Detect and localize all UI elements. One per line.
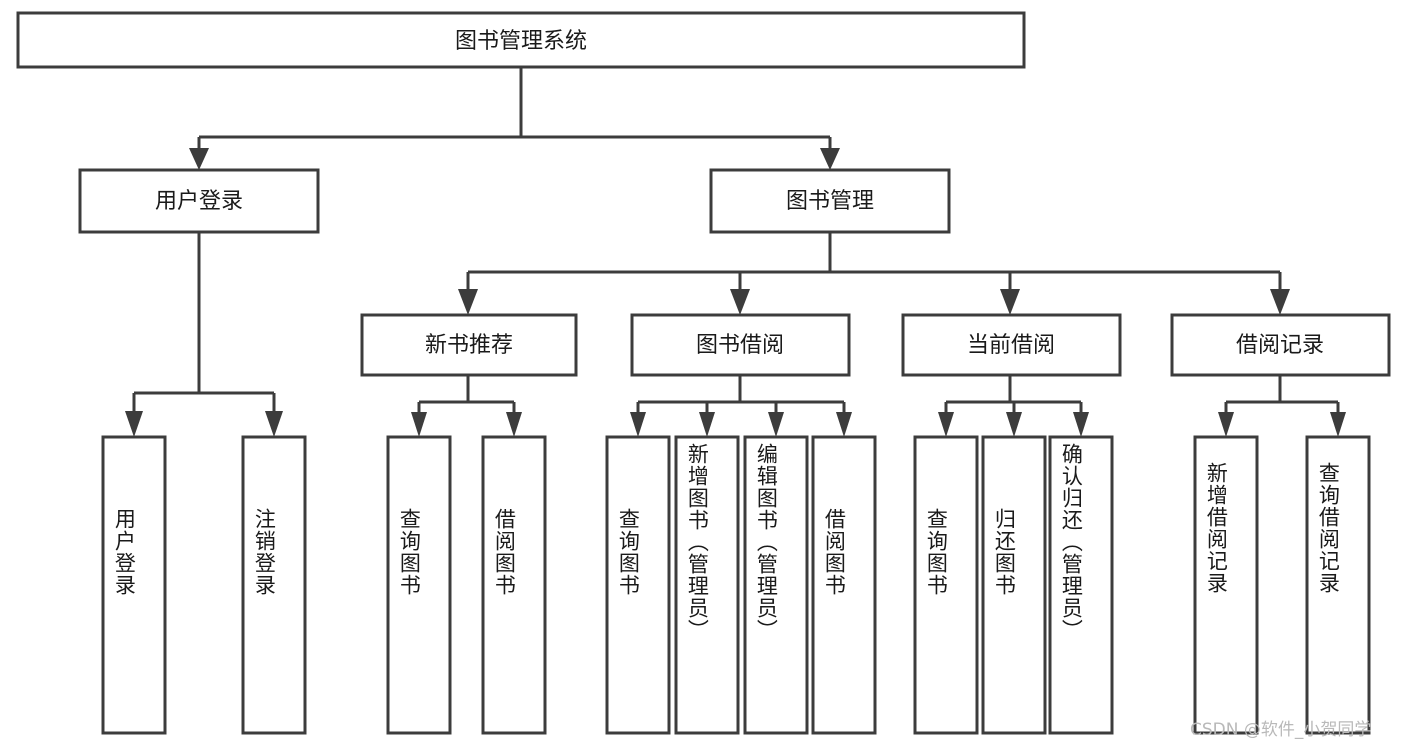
node-book-borrow-label: 图书借阅 (696, 333, 784, 358)
node-leaf-query-book-borrow-box[interactable] (605, 435, 671, 735)
node-root-box[interactable] (16, 11, 1026, 69)
node-leaf-user-login-box[interactable] (101, 435, 167, 735)
node-leaf-borrow-book-box[interactable] (811, 435, 877, 735)
arrow-leaf-return-book (1006, 412, 1022, 437)
node-leaf-query-book-cur-box[interactable] (913, 435, 979, 735)
node-leaf-return-book-box[interactable] (981, 435, 1047, 735)
arrow-leaf-query-record (1330, 412, 1346, 437)
arrow-to-user-login (189, 148, 209, 170)
node-new-book-rec-box[interactable] (360, 313, 578, 377)
arrow-leaf-borrow-book (836, 412, 852, 437)
node-book-borrow-box[interactable] (630, 313, 851, 377)
arrow-leaf-query-book-borrow (630, 412, 646, 437)
arrow-leaf-edit-book (768, 412, 784, 437)
node-leaf-add-book-box[interactable] (674, 435, 740, 735)
node-layer: 图书管理系统 用户登录 图书管理 新书推荐 图书借阅 当前借阅 借阅记录 (16, 11, 1391, 735)
arrow-leaf-query-book-rec (411, 412, 427, 437)
node-leaf-query-book-rec-box[interactable] (386, 435, 452, 735)
node-leaf-confirm-return-box[interactable] (1048, 435, 1114, 735)
node-leaf-add-record-box[interactable] (1193, 435, 1259, 735)
arrow-leaf-add-record (1218, 412, 1234, 437)
node-current-borrow-box[interactable] (901, 313, 1122, 377)
arrow-to-new-book-rec (458, 289, 478, 315)
node-current-borrow-label: 当前借阅 (967, 333, 1055, 358)
arrow-leaf-add-book (699, 412, 715, 437)
connector-layer (125, 67, 1346, 437)
arrow-leaf-user-login (125, 411, 143, 437)
node-leaf-logout-box[interactable] (241, 435, 307, 735)
node-user-login-label: 用户登录 (155, 189, 243, 214)
node-borrow-record-box[interactable] (1170, 313, 1391, 377)
arrow-leaf-query-book-cur (938, 412, 954, 437)
arrow-to-book-manage (820, 148, 840, 170)
node-leaf-query-record-box[interactable] (1305, 435, 1371, 735)
arrow-leaf-borrow-book-rec (506, 412, 522, 437)
node-borrow-record-label: 借阅记录 (1236, 333, 1324, 358)
arrow-to-borrow-record (1270, 289, 1290, 315)
node-new-book-rec-label: 新书推荐 (425, 333, 513, 358)
node-root-label: 图书管理系统 (455, 29, 587, 54)
arrow-to-current-borrow (1000, 289, 1020, 315)
csdn-watermark: CSDN @软件_小贺同学 (1190, 720, 1372, 740)
arrow-leaf-logout (265, 411, 283, 437)
node-book-manage-box[interactable] (709, 168, 951, 234)
arrow-to-book-borrow (730, 289, 750, 315)
node-leaf-edit-book-box[interactable] (743, 435, 809, 735)
arrow-leaf-confirm-return (1073, 412, 1089, 437)
node-leaf-borrow-book-rec-box[interactable] (481, 435, 547, 735)
node-book-manage-label: 图书管理 (786, 189, 874, 214)
node-user-login-box[interactable] (78, 168, 320, 234)
